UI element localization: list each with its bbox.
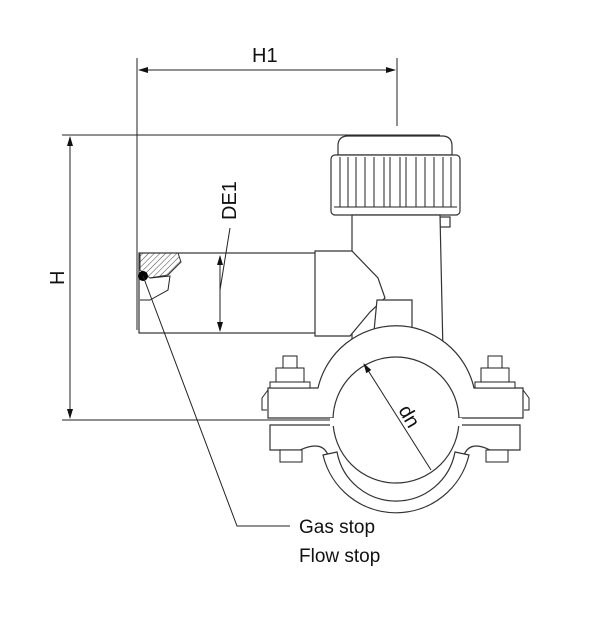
tee-body	[138, 214, 444, 353]
saddle-clamp	[261, 325, 530, 514]
h-label: H	[47, 271, 69, 285]
de1-dimension: DE1	[217, 181, 241, 332]
h1-label: H1	[252, 45, 278, 67]
callout-gas-stop: Gas stop	[299, 517, 375, 538]
de1-label: DE1	[219, 181, 241, 220]
gas-stop-callout: Gas stop Flow stop	[138, 271, 380, 567]
callout-flow-stop: Flow stop	[299, 546, 380, 567]
cap	[330, 135, 461, 228]
h1-dimension: H1	[136, 45, 398, 330]
